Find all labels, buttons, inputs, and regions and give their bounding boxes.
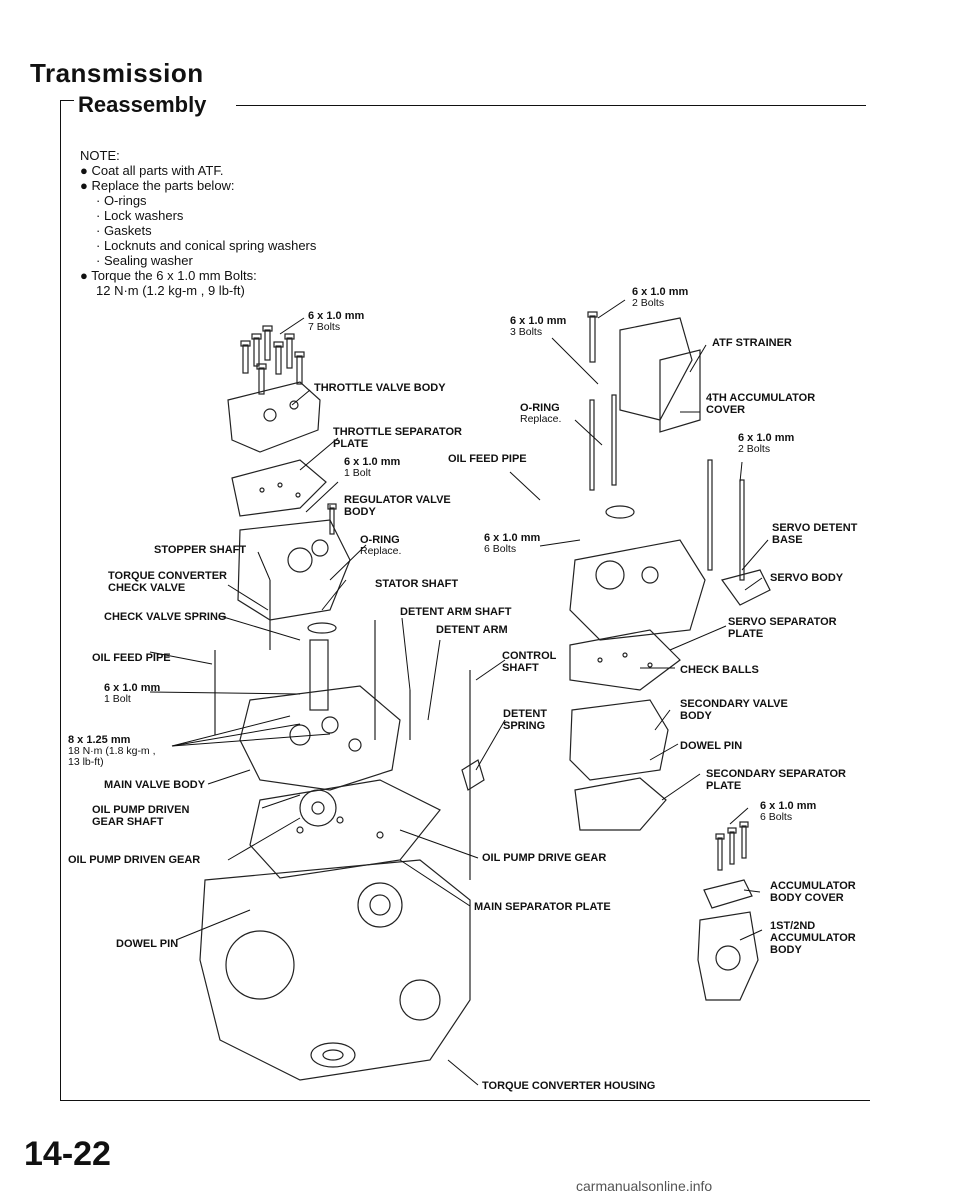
header-rule <box>236 105 866 106</box>
note-subitem: · Locknuts and conical spring washers <box>96 238 317 253</box>
atf-strainer-icon <box>619 317 693 421</box>
o-ring-label-b: O-RING Replace. <box>360 534 402 557</box>
oil-feed-pipe-label-a: OIL FEED PIPE <box>448 453 527 465</box>
bolt-label-6b: 6 x 1.0 mm 6 Bolts <box>760 800 817 823</box>
note-subitem: · Sealing washer <box>96 253 193 268</box>
servo-body-label: SERVO BODY <box>770 572 844 584</box>
dowel-pin-label-a: DOWEL PIN <box>680 740 743 752</box>
stopper-shaft-label: STOPPER SHAFT <box>154 544 247 556</box>
o-ring-icon <box>307 622 337 634</box>
oil-feed-pipe-label-b: OIL FEED PIPE <box>92 652 171 664</box>
bolt-label-8: 8 x 1.25 mm 18 N·m (1.8 kg-m , 13 lb-ft) <box>68 734 156 768</box>
secondary-valve-body-label: SECONDARY VALVE BODY <box>680 698 788 722</box>
detent-arm-shaft-label: DETENT ARM SHAFT <box>400 606 512 618</box>
leader-lines <box>149 299 769 1086</box>
bolt-label-2b: 6 x 1.0 mm 2 Bolts <box>738 432 795 455</box>
page-number: 14-22 <box>24 1135 111 1173</box>
torque-converter-housing-icon <box>199 859 471 1081</box>
watermark: carmanualsonline.info <box>576 1178 713 1194</box>
note-subitem: · O-rings <box>96 193 147 208</box>
header-rule-tick <box>60 100 74 101</box>
bolt-label-1b: 6 x 1.0 mm 1 Bolt <box>104 682 161 705</box>
servo-detent-base-icon <box>721 569 771 606</box>
note-block: NOTE: ● Coat all parts with ATF. ● Repla… <box>80 148 316 298</box>
frame-bottom-border <box>60 1100 870 1101</box>
section-subtitle: Reassembly <box>78 92 207 117</box>
accumulator-body-cover-label: ACCUMULATOR BODY COVER <box>770 880 856 904</box>
note-subitem: · Gaskets <box>96 223 152 238</box>
stator-shaft-label: STATOR SHAFT <box>375 578 459 590</box>
o-ring-label-a: O-RING Replace. <box>520 402 562 425</box>
servo-separator-plate-label: SERVO SEPARATOR PLATE <box>728 616 837 640</box>
4th-accumulator-cover-icon <box>659 349 701 433</box>
servo-separator-plate-icon <box>569 629 681 691</box>
1st-2nd-accumulator-body-icon <box>697 911 759 1001</box>
main-separator-plate-label: MAIN SEPARATOR PLATE <box>474 901 611 913</box>
bolt-label-2a: 6 x 1.0 mm 2 Bolts <box>632 286 689 309</box>
servo-detent-base-label: SERVO DETENT BASE <box>772 522 858 546</box>
main-separator-plate-icon <box>249 779 441 879</box>
main-valve-body-label: MAIN VALVE BODY <box>104 779 206 791</box>
note-subitem: · Lock washers <box>96 208 184 223</box>
control-shaft-label: CONTROL SHAFT <box>502 650 557 674</box>
note-heading: NOTE: <box>80 148 120 163</box>
bolt-label-3: 6 x 1.0 mm 3 Bolts <box>510 315 567 338</box>
note-bullet: ● Torque the 6 x 1.0 mm Bolts: <box>80 268 257 283</box>
4th-accumulator-cover-label: 4TH ACCUMULATOR COVER <box>706 392 816 416</box>
dowel-pin-label-b: DOWEL PIN <box>116 938 179 950</box>
torque-converter-check-valve-label: TORQUE CONVERTER CHECK VALVE <box>108 570 227 594</box>
throttle-valve-body-label: THROTTLE VALVE BODY <box>314 382 446 394</box>
oil-pump-driven-gear-shaft-label: OIL PUMP DRIVEN GEAR SHAFT <box>92 804 190 828</box>
page-title: Transmission <box>30 58 204 88</box>
1st-2nd-accumulator-body-label: 1ST/2ND ACCUMULATOR BODY <box>770 920 856 956</box>
main-valve-body-icon <box>239 685 401 791</box>
bolt-label-7: 6 x 1.0 mm 7 Bolts <box>308 310 365 333</box>
atf-strainer-label: ATF STRAINER <box>712 337 792 349</box>
note-bullet: ● Coat all parts with ATF. <box>80 163 224 178</box>
servo-body-icon <box>569 539 706 641</box>
oil-pump-driven-gear-label: OIL PUMP DRIVEN GEAR <box>68 854 201 866</box>
secondary-valve-body-icon <box>569 699 669 781</box>
bolt-label-6a: 6 x 1.0 mm 6 Bolts <box>484 532 541 555</box>
throttle-separator-plate-icon <box>231 459 327 517</box>
accumulator-body-cover-icon <box>703 879 753 909</box>
frame-left-border <box>60 100 61 1100</box>
bolt-label-1a: 6 x 1.0 mm 1 Bolt <box>344 456 401 479</box>
oil-pump-drive-gear-label: OIL PUMP DRIVE GEAR <box>482 852 607 864</box>
check-valve-spring-label: CHECK VALVE SPRING <box>104 611 227 623</box>
detent-arm-label: DETENT ARM <box>436 624 508 636</box>
note-torque-spec: 12 N·m (1.2 kg-m , 9 lb-ft) <box>96 283 245 298</box>
throttle-separator-plate-label: THROTTLE SEPARATOR PLATE <box>333 426 462 450</box>
secondary-separator-plate-label: SECONDARY SEPARATOR PLATE <box>706 768 846 792</box>
detent-spring-label: DETENT SPRING <box>503 708 547 732</box>
note-bullet: ● Replace the parts below: <box>80 178 235 193</box>
secondary-separator-plate-icon <box>574 777 667 831</box>
regulator-valve-body-label: REGULATOR VALVE BODY <box>344 494 451 518</box>
throttle-valve-body-icon <box>227 381 321 453</box>
torque-converter-housing-label: TORQUE CONVERTER HOUSING <box>482 1080 656 1092</box>
bolt-group-7-icon <box>240 325 305 395</box>
stator-shaft-icon <box>309 639 329 711</box>
detent-spring-icon <box>461 759 485 791</box>
oil-pump-driven-gear-icon <box>299 789 337 827</box>
check-balls-label: CHECK BALLS <box>680 664 759 676</box>
